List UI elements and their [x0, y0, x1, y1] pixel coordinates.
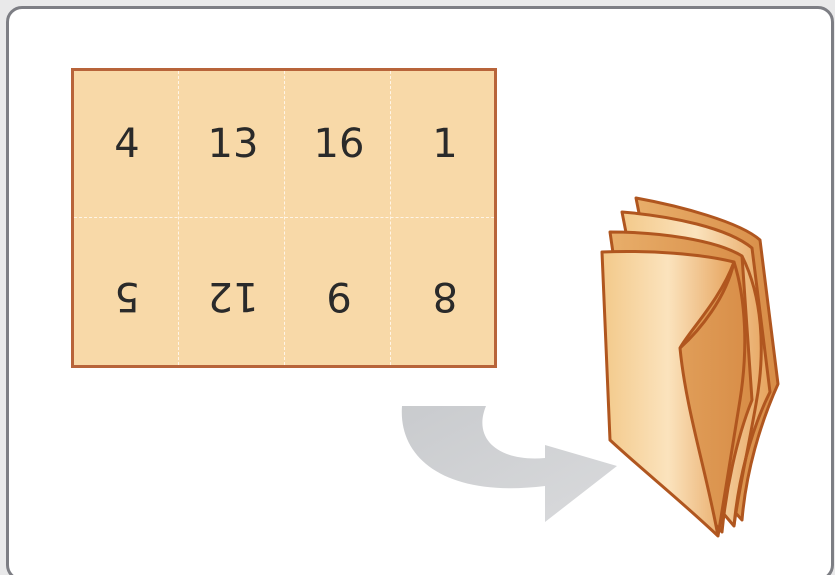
folded-booklet-icon	[602, 198, 778, 536]
curved-arrow-icon	[402, 406, 617, 522]
